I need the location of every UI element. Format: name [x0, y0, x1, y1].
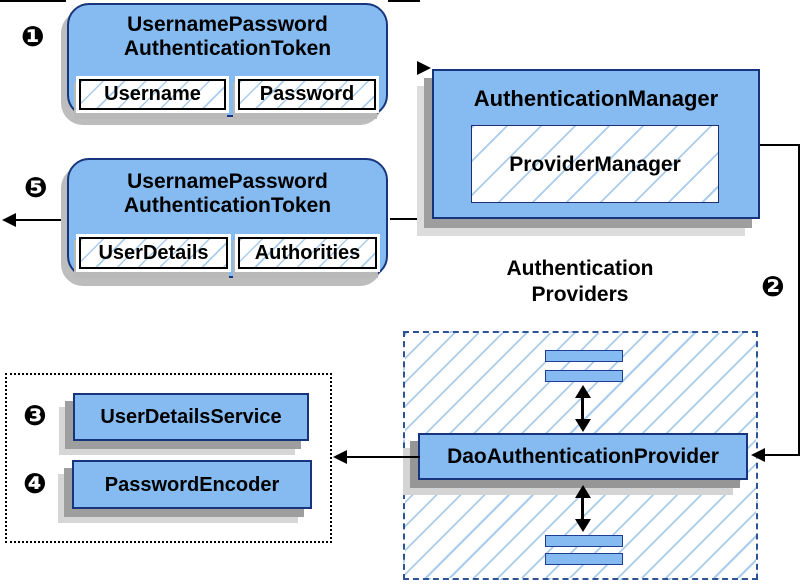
- providers-heading: Authentication Providers: [455, 256, 705, 308]
- authentication-manager-title: AuthenticationManager: [473, 86, 719, 111]
- connector-manager-to-dao-v: [798, 144, 800, 456]
- connector-result-out: [4, 219, 68, 221]
- userdetails-field-box: UserDetails: [79, 237, 228, 269]
- result-token-title-line1: UsernamePassword: [127, 170, 328, 193]
- connector-dao-to-services: [340, 456, 420, 458]
- connector-manager-to-result: [390, 218, 434, 220]
- providers-heading-line1: Authentication: [506, 257, 654, 280]
- double-arrow-icon: [575, 385, 591, 432]
- provider-stack-bar: [545, 370, 623, 382]
- arrowhead-left-icon: [751, 448, 765, 462]
- connector-request-in: [0, 0, 66, 2]
- arrowhead-left-icon: [333, 450, 347, 464]
- step-5-badge: ❺: [24, 171, 48, 204]
- services-group: [5, 373, 332, 543]
- provider-stack-bar: [545, 535, 623, 547]
- providers-heading-line2: Providers: [531, 283, 629, 306]
- result-token-node: UsernamePassword AuthenticationToken Use…: [67, 158, 388, 278]
- connector-request-to-manager: [388, 0, 420, 2]
- provider-stack-bar: [545, 350, 623, 362]
- username-field-box: Username: [79, 79, 226, 110]
- dao-authentication-provider-node: DaoAuthenticationProvider: [418, 433, 748, 480]
- password-encoder-node: PasswordEncoder: [72, 460, 312, 509]
- authentication-manager-node: AuthenticationManager ProviderManager: [432, 69, 760, 219]
- connector-manager-to-dao-h1: [760, 144, 800, 146]
- provider-stack-bar: [545, 553, 623, 565]
- authorities-field-box: Authorities: [238, 237, 377, 269]
- request-token-title-line1: UsernamePassword: [127, 13, 328, 36]
- step-1-badge: ❶: [21, 20, 45, 53]
- arrowhead-left-icon: [2, 213, 16, 227]
- request-token-title: UsernamePassword AuthenticationToken: [69, 13, 386, 61]
- step-2-badge: ❷: [761, 270, 785, 303]
- arrowhead-right-icon: [417, 61, 431, 75]
- request-token-title-line2: AuthenticationToken: [123, 37, 332, 60]
- step-3-badge: ❸: [23, 399, 47, 432]
- connector-manager-to-dao-h2: [762, 454, 800, 456]
- provider-manager-node: ProviderManager: [471, 125, 719, 203]
- result-token-title-line2: AuthenticationToken: [123, 194, 332, 217]
- result-token-title: UsernamePassword AuthenticationToken: [69, 170, 386, 218]
- request-token-node: UsernamePassword AuthenticationToken Use…: [67, 3, 388, 117]
- double-arrow-icon: [575, 485, 591, 532]
- user-details-service-node: UserDetailsService: [73, 393, 309, 441]
- step-4-badge: ❹: [23, 467, 47, 500]
- authentication-providers-group: DaoAuthenticationProvider: [403, 331, 758, 580]
- password-field-box: Password: [238, 79, 376, 110]
